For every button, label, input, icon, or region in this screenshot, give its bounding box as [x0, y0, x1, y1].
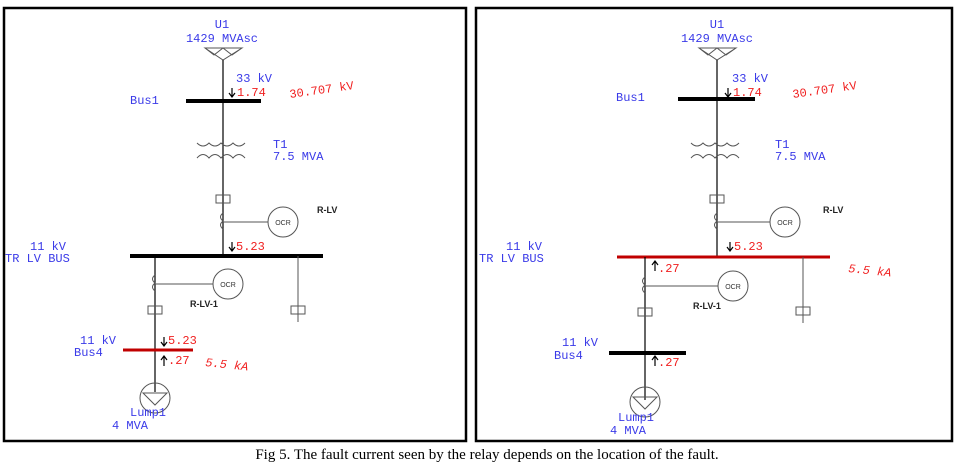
arrow-down-icon — [724, 88, 732, 98]
fault-current: 5.5 kA — [848, 262, 892, 280]
fault-current: 5.5 kA — [205, 356, 249, 374]
right-panel: U1 1429 MVAsc 33 kV 1.74 30.707 kV Bus1 … — [474, 6, 954, 443]
arrow-down-icon — [228, 242, 236, 252]
source-rating: 1429 MVAsc — [681, 32, 753, 46]
relay-type: OCR — [275, 220, 291, 227]
load-rating: 4 MVA — [610, 424, 647, 438]
arrow-down-icon — [228, 88, 236, 98]
transformer-name: T1 — [273, 138, 287, 152]
ct-icon — [714, 212, 718, 230]
load-icon[interactable] — [629, 386, 661, 418]
bus4-voltage: 11 kV — [562, 336, 599, 350]
bus4-current-load: .27 — [658, 356, 680, 370]
bus1-current: 1.74 — [733, 86, 762, 100]
tr-lv-bus-name: TR LV BUS — [5, 252, 70, 266]
arrow-up-icon — [651, 260, 659, 271]
ct-icon — [220, 212, 224, 230]
relay-type: OCR — [777, 220, 793, 227]
bus4-voltage: 11 kV — [80, 334, 117, 348]
tr-lv-bus-current: 5.23 — [236, 240, 265, 254]
tr-lv-bus-voltage: 11 kV — [30, 240, 67, 254]
breaker-icon[interactable] — [637, 307, 653, 317]
ocr-relay-icon[interactable] — [267, 206, 299, 238]
load-icon[interactable] — [139, 382, 171, 414]
breaker-icon[interactable] — [215, 194, 231, 204]
bus4-current-in: 5.23 — [168, 334, 197, 348]
transformer-rating: 7.5 MVA — [775, 150, 826, 164]
relay-name: R-LV-1 — [693, 301, 721, 311]
relay-type: OCR — [220, 282, 236, 289]
ocr-relay-icon[interactable] — [769, 206, 801, 238]
ocr-relay-icon[interactable] — [212, 268, 244, 300]
ct-icon — [642, 276, 646, 294]
tr-lv-bus-name: TR LV BUS — [479, 252, 544, 266]
bus1-voltage: 33 kV — [732, 72, 769, 86]
utility-source-icon — [697, 47, 738, 61]
bus4-name: Bus4 — [74, 346, 103, 360]
arrow-down-icon — [160, 337, 168, 347]
transformer-icon[interactable] — [196, 142, 246, 159]
bus4-current-load: .27 — [168, 354, 190, 368]
feeder-current: .27 — [658, 262, 680, 276]
load-rating: 4 MVA — [112, 419, 149, 433]
source-rating: 1429 MVAsc — [186, 32, 258, 46]
relay-name: R-LV — [823, 205, 843, 215]
utility-source-icon — [203, 47, 244, 61]
relay-type: OCR — [725, 284, 741, 291]
panel-frame — [2, 6, 468, 443]
relay-name: R-LV — [317, 205, 337, 215]
bus1-name: Bus1 — [616, 91, 645, 105]
panel-frame — [474, 6, 954, 443]
transformer-rating: 7.5 MVA — [273, 150, 324, 164]
tr-lv-bus-current: 5.23 — [734, 240, 763, 254]
breaker-icon[interactable] — [147, 305, 163, 315]
load-name: Lump1 — [618, 411, 654, 425]
bus1-current: 1.74 — [237, 86, 266, 100]
arrow-up-icon — [160, 355, 168, 366]
bus1-name: Bus1 — [130, 94, 159, 108]
source-name: U1 — [710, 18, 724, 32]
arrow-down-icon — [726, 242, 734, 252]
bus1-voltage: 33 kV — [236, 72, 273, 86]
relay-name: R-LV-1 — [190, 299, 218, 309]
breaker-icon[interactable] — [795, 306, 811, 316]
bus4-name: Bus4 — [554, 349, 583, 363]
left-panel: U1 1429 MVAsc 33 kV 1.74 30.707 kV Bus1 … — [2, 6, 468, 443]
bus1-fault-voltage: 30.707 kV — [792, 79, 859, 102]
arrow-up-icon — [651, 355, 659, 366]
breaker-icon[interactable] — [709, 194, 725, 204]
tr-lv-bus-voltage: 11 kV — [506, 240, 543, 254]
transformer-name: T1 — [775, 138, 789, 152]
transformer-icon[interactable] — [690, 142, 740, 159]
ct-icon — [152, 274, 156, 292]
figure-caption: Fig 5. The fault current seen by the rel… — [255, 447, 718, 463]
ocr-relay-icon[interactable] — [717, 270, 749, 302]
breaker-icon[interactable] — [290, 305, 306, 315]
load-name: Lump1 — [130, 406, 166, 420]
source-name: U1 — [215, 18, 229, 32]
bus1-fault-voltage: 30.707 kV — [289, 79, 356, 102]
